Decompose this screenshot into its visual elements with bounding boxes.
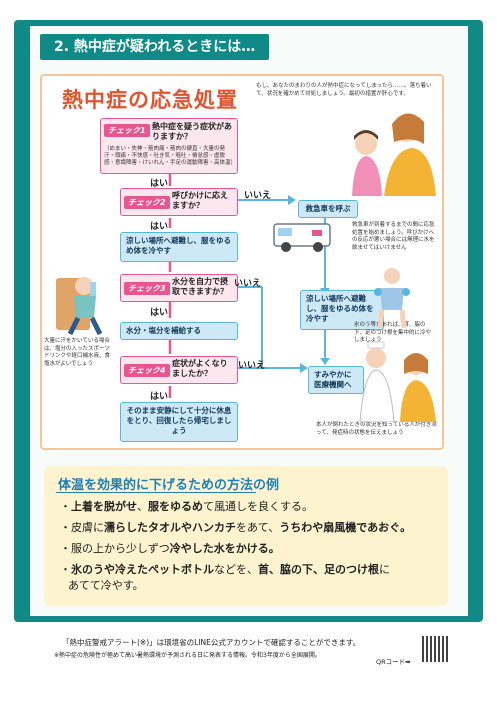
check3-box	[120, 274, 238, 302]
tip-2: ・皮膚に濡らしたタオルやハンカチをあて、うちわや扇風機であおぐ。	[60, 521, 412, 534]
tip-4-continued: あてて冷やす。	[68, 579, 144, 592]
qr-code[interactable]	[422, 636, 448, 662]
check2-tag: チェック2	[124, 196, 170, 209]
action-cool-1: 涼しい場所へ避難し、服をゆるめ体を冷やす	[120, 232, 238, 262]
check4-tag: チェック4	[124, 364, 170, 377]
check1-question: 熱中症を疑う症状がありますか？	[152, 122, 232, 141]
tip-3: ・服の上から少しずつ冷やした水をかける。	[60, 542, 280, 555]
ambulance-note: 救急車が到着するまでの間に応急処置を始めましょう。呼びかけへの反応が悪い場合には…	[352, 222, 435, 251]
ambulance-illustration	[273, 223, 331, 252]
no-label-2: いいえ	[234, 279, 262, 289]
intro-text: もし、あなたのまわりの人が熱中症になってしまったら……。落ち着いて、状況を確かめ…	[256, 83, 432, 97]
tips-panel	[44, 466, 448, 606]
yes-label-4: はい	[150, 392, 169, 402]
drinking-child-illustration	[56, 277, 103, 336]
yes-label-2: はい	[150, 222, 169, 232]
cooling-person-illustration	[374, 268, 410, 328]
check1-tag: チェック1	[104, 124, 150, 137]
action-hospital: すみやかに医療機関へ	[308, 366, 364, 394]
action-ambulance: 救急車を呼ぶ	[298, 200, 358, 218]
cool2-note: 氷のう等があれば、首、脇の下、足のつけ根を集中的に冷やしましょう	[354, 322, 432, 343]
check3-tag: チェック3	[124, 282, 170, 295]
action-cool-2: 涼しい場所へ避難し、服をゆるめ体を冷やす	[300, 290, 384, 330]
tips-title: 体温を効果的に下げるための方法の例	[58, 478, 280, 493]
check4-question: 症状がよくなりましたか？	[172, 359, 228, 378]
no-label-1: いいえ	[244, 191, 272, 201]
left-note: 大量に汗をかいている場合は、塩分の入ったスポーツドリンクや経口補水液、食塩水がよ…	[44, 338, 111, 367]
check3-question: 水分を自力で摂取できますか？	[172, 277, 228, 296]
check2-question: 呼びかけに応えますか？	[172, 191, 228, 210]
no-label-3: いいえ	[238, 361, 266, 371]
footer-footnote: ※熱中症の危険性が極めて高い暑熱環境が予測される日に発表する情報。令和3年度から…	[54, 652, 321, 659]
yes-label-1: はい	[150, 179, 169, 189]
woman-with-child-illustration	[352, 113, 436, 196]
hospital-note: 本人が倒れたときの状況を知っている人が付き添って、発症時の状態を伝えましょう	[316, 422, 437, 436]
qr-label: QRコード➡	[376, 658, 411, 666]
nurse-and-woman-illustration	[359, 341, 436, 422]
tips-title-underline	[56, 492, 256, 493]
action-rest: そのまま安静にして十分に休息をとり、回復したら帰宅しましょう	[120, 402, 238, 442]
action-water: 水分・塩分を補給する	[120, 322, 238, 340]
footer-alert-text: 「熱中症警戒アラート(※)」は環境省のLINE公式アカウントで確認することができ…	[62, 638, 361, 647]
main-title: 熱中症の応急処置	[62, 88, 238, 112]
tip-1: ・上着を脱がせ、服をゆるめて風通しを良くする。	[60, 500, 313, 513]
tip-4: ・氷のうや冷えたペットボトルなどを、首、脇の下、足のつけ根に	[60, 563, 390, 576]
yes-label-3: はい	[150, 308, 169, 318]
check1-symptoms: （めまい・失神・筋肉痛・筋肉の硬直・大量の発汗・頭痛・不快感・吐き気・嘔吐・倦怠…	[104, 146, 237, 166]
section-title: 2. 熱中症が疑われるときには…	[40, 34, 270, 60]
